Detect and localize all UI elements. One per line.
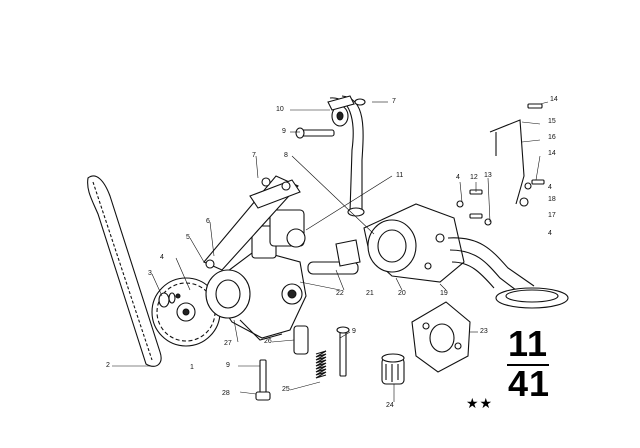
oil-pump-body — [205, 209, 307, 341]
cover-plate — [411, 301, 471, 373]
pump-cover — [363, 203, 465, 283]
leader-lines — [112, 101, 549, 402]
callout-15: 15 — [548, 118, 556, 125]
callout-12: 12 — [470, 174, 478, 181]
relief-spring — [315, 350, 327, 379]
callout-17: 17 — [548, 212, 556, 219]
callout-11: 11 — [396, 172, 404, 179]
group-number: 11 — [508, 323, 549, 364]
pump-bracket — [203, 175, 301, 271]
callout-3: 3 — [148, 270, 152, 277]
timing-chain — [87, 175, 162, 367]
callout-19: 19 — [440, 290, 448, 297]
callout-6: 6 — [206, 218, 210, 225]
callout-24: 24 — [386, 402, 394, 409]
callout-9-top: 9 — [282, 128, 286, 135]
callout-23: 23 — [480, 328, 488, 335]
callout-4-top: 4 — [456, 174, 460, 181]
callout-21: 21 — [366, 290, 374, 297]
callout-9-bottom: 9 — [226, 362, 230, 369]
callout-4-right: 4 — [548, 184, 552, 191]
callout-26: 26 — [264, 338, 272, 345]
callout-16: 16 — [548, 134, 556, 141]
callout-2: 2 — [106, 362, 110, 369]
callout-10: 10 — [276, 106, 284, 113]
callout-4-lower: 4 — [548, 230, 552, 237]
callout-7-top: 7 — [392, 98, 396, 105]
drive-shaft — [307, 239, 361, 275]
callout-13: 13 — [484, 172, 492, 179]
callout-5: 5 — [186, 234, 190, 241]
relief-piston — [293, 325, 309, 355]
callout-1: 1 — [190, 364, 194, 371]
callout-27: 27 — [224, 340, 232, 347]
support-bracket — [489, 119, 525, 205]
group-divider — [507, 364, 549, 366]
callout-22: 22 — [336, 290, 344, 297]
callout-4: 4 — [160, 254, 164, 261]
star-marks: ★★ — [466, 396, 494, 412]
callout-25: 25 — [282, 386, 290, 393]
suction-pipe — [447, 237, 569, 309]
sealing-ring-top — [354, 98, 366, 106]
long-bolt — [336, 326, 350, 377]
callout-28: 28 — [222, 390, 230, 397]
callout-18: 18 — [548, 196, 556, 203]
callout-8: 8 — [284, 152, 288, 159]
callout-9-mid: 9 — [352, 328, 356, 335]
bolts-right — [456, 103, 545, 226]
callout-7: 7 — [252, 152, 256, 159]
mounting-bolt — [255, 359, 271, 401]
relief-valve-plug — [381, 353, 405, 385]
oil-pressure-pipe — [327, 95, 365, 217]
banjo-bolt — [295, 127, 335, 139]
callout-14-mid: 14 — [548, 150, 556, 157]
callout-14-top: 14 — [550, 96, 558, 103]
sprocket-washers — [158, 292, 181, 308]
callout-20: 20 — [398, 290, 406, 297]
subgroup-number: 41 — [508, 363, 551, 404]
